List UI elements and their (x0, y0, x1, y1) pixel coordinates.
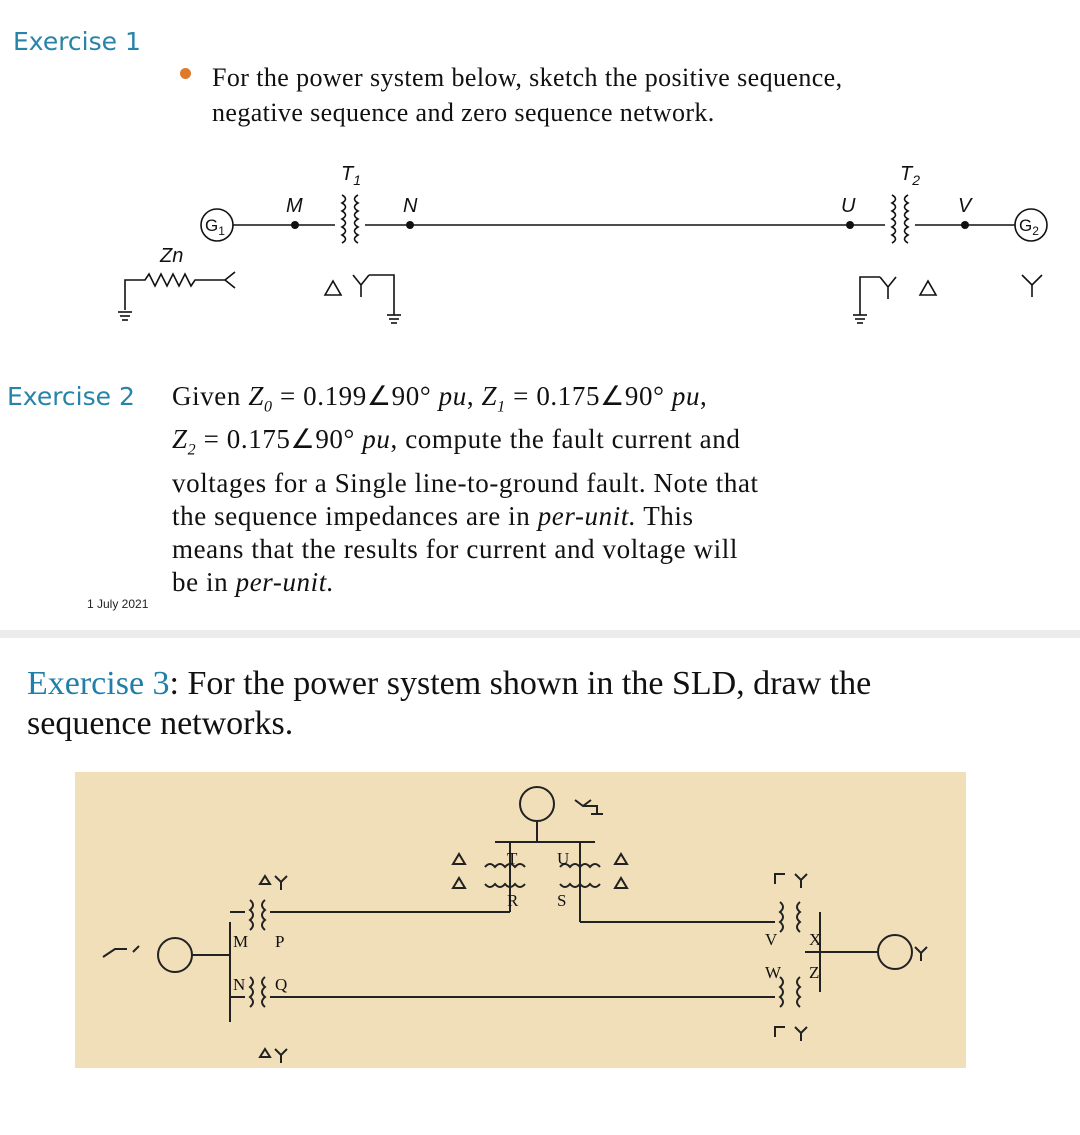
bullet-dot-icon (180, 68, 191, 79)
exercise-1-bullet: For the power system below, sketch the p… (180, 60, 1040, 130)
power-system-diagram: T1 T2 M N U V Zn G1 G2 (118, 163, 1048, 324)
transformer-z-coil-icon (796, 976, 802, 1008)
bullet-line-2: negative sequence and zero sequence netw… (212, 98, 715, 127)
left-ground-icon (102, 945, 140, 958)
t1-primary-coil-icon (340, 194, 347, 244)
label-n: N (403, 195, 418, 217)
ex2-line-3: voltages for a Single line-to-ground fau… (172, 467, 759, 498)
transformer-r-coil-icon (484, 882, 526, 888)
exercise-3-text: Exercise 3: For the power system shown i… (27, 664, 1047, 744)
exercise-1-title: Exercise 1 (13, 27, 141, 56)
nq-delta-wye-icon (258, 1047, 288, 1063)
exercise-1-bullet-text: For the power system below, sketch the p… (212, 60, 1040, 130)
ex2-line-2: Z2 = 0.175∠90° pu, compute the fault cur… (172, 424, 741, 459)
sld-label-p: P (275, 932, 284, 951)
sld-label-m: M (233, 932, 248, 951)
transformer-w-coil-icon (778, 976, 784, 1008)
ex3-line-1: Exercise 3: For the power system shown i… (27, 665, 872, 702)
g2-wye-icon (1021, 274, 1043, 297)
top-wye-ground-icon (574, 799, 603, 815)
sld-label-q: Q (275, 975, 287, 994)
ex2-line-6: be in per-unit. (172, 566, 335, 597)
slide-date: 1 July 2021 (87, 597, 149, 611)
top-generator-symbol (519, 786, 555, 822)
sld-label-z: Z (809, 963, 819, 982)
label-v: V (958, 195, 973, 217)
bullet-line-1: For the power system below, sketch the p… (212, 63, 843, 92)
label-g2: G2 (1019, 216, 1039, 238)
t2-secondary-coil-icon (903, 194, 910, 244)
transformer-t-coil-icon (484, 863, 526, 869)
sld-diagram: T U R S M P N Q V X W Z (102, 786, 928, 1063)
ex2-line-1: Given Z0 = 0.199∠90° pu, Z1 = 0.175∠90° … (172, 381, 708, 416)
transformer-s-coil-icon (559, 882, 601, 888)
label-t2: T2 (900, 163, 920, 188)
label-u: U (841, 195, 856, 217)
bus-n-dot (406, 221, 414, 229)
label-t1: T1 (341, 163, 361, 188)
exercise-2-text: Given Z0 = 0.199∠90° pu, Z1 = 0.175∠90° … (172, 380, 1052, 599)
sld-label-r: R (507, 891, 519, 910)
label-g1: G1 (205, 216, 225, 238)
exercise-2-title: Exercise 2 (7, 382, 135, 411)
generator-g2-symbol (1014, 208, 1048, 242)
transformer-u-coil-icon (559, 863, 601, 869)
sld-label-s: S (557, 891, 566, 910)
vx-wye-icon (774, 873, 808, 888)
bus-v-dot (961, 221, 969, 229)
transformer-n-coil-icon (248, 976, 254, 1008)
bus-u-dot (846, 221, 854, 229)
wz-wye-icon (774, 1026, 808, 1041)
sld-photo: T U R S M P N Q V X W Z (75, 772, 966, 1068)
transformer-x-coil-icon (796, 901, 802, 933)
left-generator-symbol (157, 937, 193, 973)
sld-label-x: X (809, 930, 821, 949)
right-generator-symbol (877, 934, 913, 970)
t1-delta-icon (323, 279, 343, 296)
sld-label-w: W (765, 963, 782, 982)
label-zn: Zn (159, 245, 183, 267)
bus-m-dot (291, 221, 299, 229)
t2-wye-grounded-icon (859, 276, 897, 315)
zn-resistor-icon (124, 272, 225, 310)
ex2-line-5: means that the results for current and v… (172, 533, 738, 564)
sld-label-u: U (557, 849, 569, 868)
sld-label-t: T (507, 849, 518, 868)
transformer-v-coil-icon (778, 901, 784, 933)
t1-wye-grounded-icon (352, 274, 395, 315)
t1-secondary-coil-icon (353, 194, 360, 244)
ex3-line-2: sequence networks. (27, 705, 294, 742)
t2-primary-coil-icon (890, 194, 897, 244)
mp-delta-wye-icon (258, 874, 288, 890)
ex2-line-4: the sequence impedances are in per-unit.… (172, 500, 694, 531)
t2-delta-icon (918, 279, 938, 296)
transformer-m-coil-icon (248, 899, 254, 931)
label-m: M (286, 195, 303, 217)
sld-label-n: N (233, 975, 245, 994)
sld-label-v: V (765, 930, 778, 949)
slide-separator (0, 630, 1080, 638)
